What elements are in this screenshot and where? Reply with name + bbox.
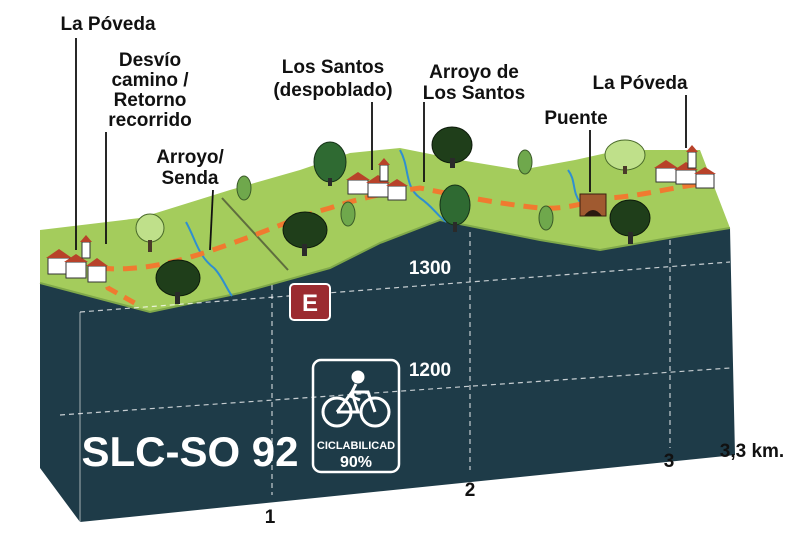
label-los-santos-2: (despoblado) bbox=[273, 80, 392, 101]
terrain-edge bbox=[39, 218, 731, 314]
distance-tick-2: 2 bbox=[465, 480, 476, 501]
distance-tick-1: 1 bbox=[265, 507, 276, 528]
village-icon-start bbox=[46, 235, 108, 283]
label-arroyo-senda-2: Senda bbox=[161, 168, 218, 189]
tree-icon bbox=[155, 259, 201, 304]
stage-marker: E bbox=[289, 283, 331, 321]
bridge-icon bbox=[579, 193, 607, 217]
label-arroyo-santos-2: Los Santos bbox=[423, 83, 525, 104]
tree-icon bbox=[538, 205, 554, 231]
label-puente: Puente bbox=[544, 108, 607, 129]
tree-icon bbox=[609, 199, 651, 244]
tree-icon bbox=[517, 149, 533, 175]
label-arroyo-senda-1: Arroyo/ bbox=[156, 147, 224, 168]
tree-icon bbox=[282, 211, 328, 256]
cyclability-badge: CICLABILICAD 90% bbox=[311, 358, 401, 474]
village-icon-end bbox=[654, 145, 716, 189]
label-desvio-1: Desvío bbox=[119, 50, 181, 71]
distance-tick-3: 3 bbox=[664, 451, 675, 472]
tree-icon bbox=[135, 213, 165, 252]
badge-value: 90% bbox=[340, 454, 372, 471]
route-line bbox=[99, 181, 701, 272]
tree-icon bbox=[313, 141, 347, 186]
tree-icon bbox=[439, 184, 471, 232]
label-la-poveda-start: La Póveda bbox=[60, 14, 155, 35]
tree-icon bbox=[340, 201, 356, 227]
label-arroyo-santos-1: Arroyo de bbox=[429, 62, 519, 83]
tree-icon bbox=[431, 126, 473, 168]
trees bbox=[135, 126, 651, 304]
stage-marker-label: E bbox=[302, 290, 318, 317]
field-boundary bbox=[221, 197, 289, 271]
label-desvio-2: camino / bbox=[111, 70, 189, 91]
bicycle-icon bbox=[321, 370, 391, 428]
grid-lines bbox=[59, 232, 731, 495]
label-desvio-3: Retorno bbox=[114, 90, 187, 111]
terrain-side bbox=[40, 220, 735, 522]
total-distance: 3,3 km. bbox=[720, 441, 784, 462]
badge-label: CICLABILICAD bbox=[317, 440, 395, 452]
elevation-label-1200: 1200 bbox=[409, 360, 451, 381]
leader-lines bbox=[75, 38, 687, 251]
route-code: SLC-SO 92 bbox=[81, 428, 298, 475]
elevation-label-1300: 1300 bbox=[409, 258, 451, 279]
tree-icon bbox=[604, 139, 646, 174]
village-icon-los-santos bbox=[346, 158, 408, 201]
tree-icon bbox=[236, 175, 252, 201]
label-los-santos-1: Los Santos bbox=[282, 57, 384, 78]
streams bbox=[185, 149, 581, 297]
label-desvio-4: recorrido bbox=[108, 110, 191, 131]
terrain-top bbox=[40, 148, 730, 312]
label-la-poveda-end: La Póveda bbox=[592, 73, 687, 94]
